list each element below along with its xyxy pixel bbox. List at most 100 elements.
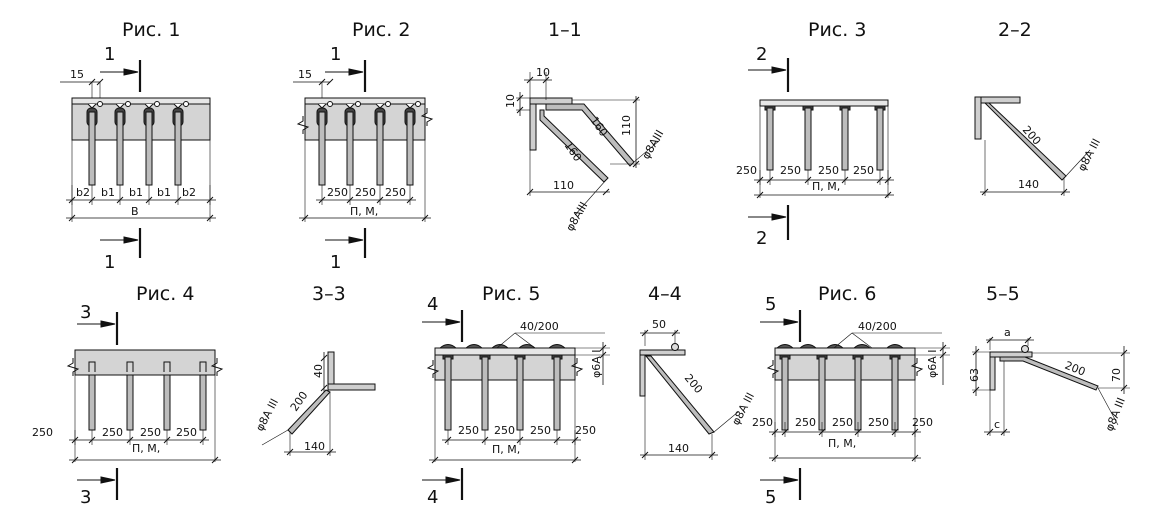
section-arrow-icon: [445, 318, 461, 326]
weld-point-icon: [327, 101, 333, 107]
fig6-dim: 250: [752, 416, 773, 429]
stud-hook-icon: [163, 361, 171, 372]
weld-bump-icon: [438, 344, 458, 349]
fig4-title: Рис. 4: [136, 283, 194, 305]
fig5-section-top: 4: [427, 294, 438, 315]
angle-vertical-leg: [974, 96, 982, 140]
dimension-tick: [1060, 188, 1068, 196]
fig6-section-top: 5: [765, 294, 776, 315]
fig1-total: B: [131, 205, 139, 218]
rebar-bar: [999, 356, 1099, 391]
sec55-dim-rise: 70: [1110, 368, 1123, 382]
anchor-stud: [444, 356, 452, 431]
sec11-dim-h: 110: [620, 115, 633, 136]
leader-line: [713, 411, 739, 433]
leader-line: [1097, 387, 1119, 426]
break-mark-icon: [570, 358, 584, 376]
anchor-stud: [876, 107, 884, 171]
dimension-tick: [1000, 428, 1008, 436]
dimension-tick: [571, 456, 579, 464]
section-arrow-icon: [348, 68, 364, 76]
fig5-dim: 250: [575, 424, 596, 437]
dimension-tick: [708, 451, 716, 459]
fig5-plate-rebar: φ6A I: [590, 349, 603, 378]
anchor-stud: [891, 356, 899, 431]
anchor-stud: [804, 107, 812, 171]
dimension-tick: [911, 454, 919, 462]
anchor-stud: [781, 356, 789, 431]
fig6-dim: 250: [832, 416, 853, 429]
sec33-dim-h: 40: [312, 364, 325, 378]
dimension-tick: [972, 348, 980, 356]
anchor-stud: [376, 111, 384, 186]
anchor-stud: [174, 111, 182, 186]
fig3-section-top: 2: [756, 44, 767, 65]
weld-bump-icon: [547, 344, 567, 349]
dimension-tick: [972, 386, 980, 394]
weld-point-icon: [415, 101, 421, 107]
fig4-total: П, М,: [132, 442, 160, 455]
angle-vertical-leg: [529, 97, 537, 151]
dimension-tick: [939, 344, 947, 352]
dimension-tick: [421, 214, 429, 222]
fig5-dim: 250: [458, 424, 479, 437]
sec55-dim-a: a: [1004, 326, 1011, 339]
dimension-tick: [641, 329, 649, 337]
dimension-tick: [542, 76, 550, 84]
dimension-tick: [756, 191, 764, 199]
dimension-tick: [986, 336, 994, 344]
sec11-title: 1–1: [548, 19, 582, 41]
dimension-tick: [1120, 384, 1128, 392]
dimension-tick: [632, 96, 640, 104]
dimension-tick: [602, 188, 610, 196]
break-mark-icon: [426, 360, 440, 378]
fig6-title: Рис. 6: [818, 283, 876, 305]
fig5-section-bottom: 4: [427, 487, 438, 508]
fig3-total: П, М,: [812, 180, 840, 193]
leader-line: [633, 139, 661, 163]
fig6-dim: 250: [868, 416, 889, 429]
fig1-dim: b2: [182, 186, 196, 199]
dimension-tick: [526, 76, 534, 84]
anchor-stud: [553, 356, 561, 431]
dimension-tick: [320, 354, 328, 362]
fig2-section-top: 1: [330, 44, 341, 65]
fig6-dim: 250: [912, 416, 933, 429]
sec55-dim-h: 63: [968, 368, 981, 382]
weld-point-icon: [385, 101, 391, 107]
dimension-tick: [71, 456, 79, 464]
fig6-section-bottom: 5: [765, 487, 776, 508]
sec11-dim-w: 110: [553, 179, 574, 192]
dimension-tick: [599, 344, 607, 352]
section-arrow-icon: [771, 213, 787, 221]
steel-plate: [434, 347, 576, 356]
steel-plate: [304, 97, 426, 105]
angle-vertical-leg: [989, 351, 996, 391]
anchor-stud: [88, 111, 96, 186]
fig2-dim: 250: [327, 186, 348, 199]
angle-horizontal-leg: [327, 383, 376, 391]
section-arrow-icon: [445, 476, 461, 484]
dimension-tick: [326, 448, 334, 456]
dimension-tick: [516, 94, 524, 102]
sec55-dim-c: c: [994, 418, 1000, 431]
fig3-dim: 250: [780, 164, 801, 177]
rebar-bar: [287, 389, 331, 435]
anchor-stud: [766, 107, 774, 171]
stud-hook-icon: [199, 361, 207, 372]
fig4-dim: 250: [102, 426, 123, 439]
anchor-stud: [406, 111, 414, 186]
angle-vertical-leg: [639, 349, 646, 397]
leader-line: [574, 179, 607, 216]
dimension-tick: [516, 106, 524, 114]
break-mark-icon: [210, 358, 224, 376]
anchor-stud: [145, 111, 153, 186]
fig6-total: П, М,: [828, 437, 856, 450]
dimension-tick: [431, 456, 439, 464]
fig5-title: Рис. 5: [482, 283, 540, 305]
fig2-section-bottom: 1: [330, 252, 341, 273]
leader-line: [851, 332, 873, 349]
stud-hook-icon: [88, 361, 96, 372]
dimension-tick: [671, 329, 679, 337]
